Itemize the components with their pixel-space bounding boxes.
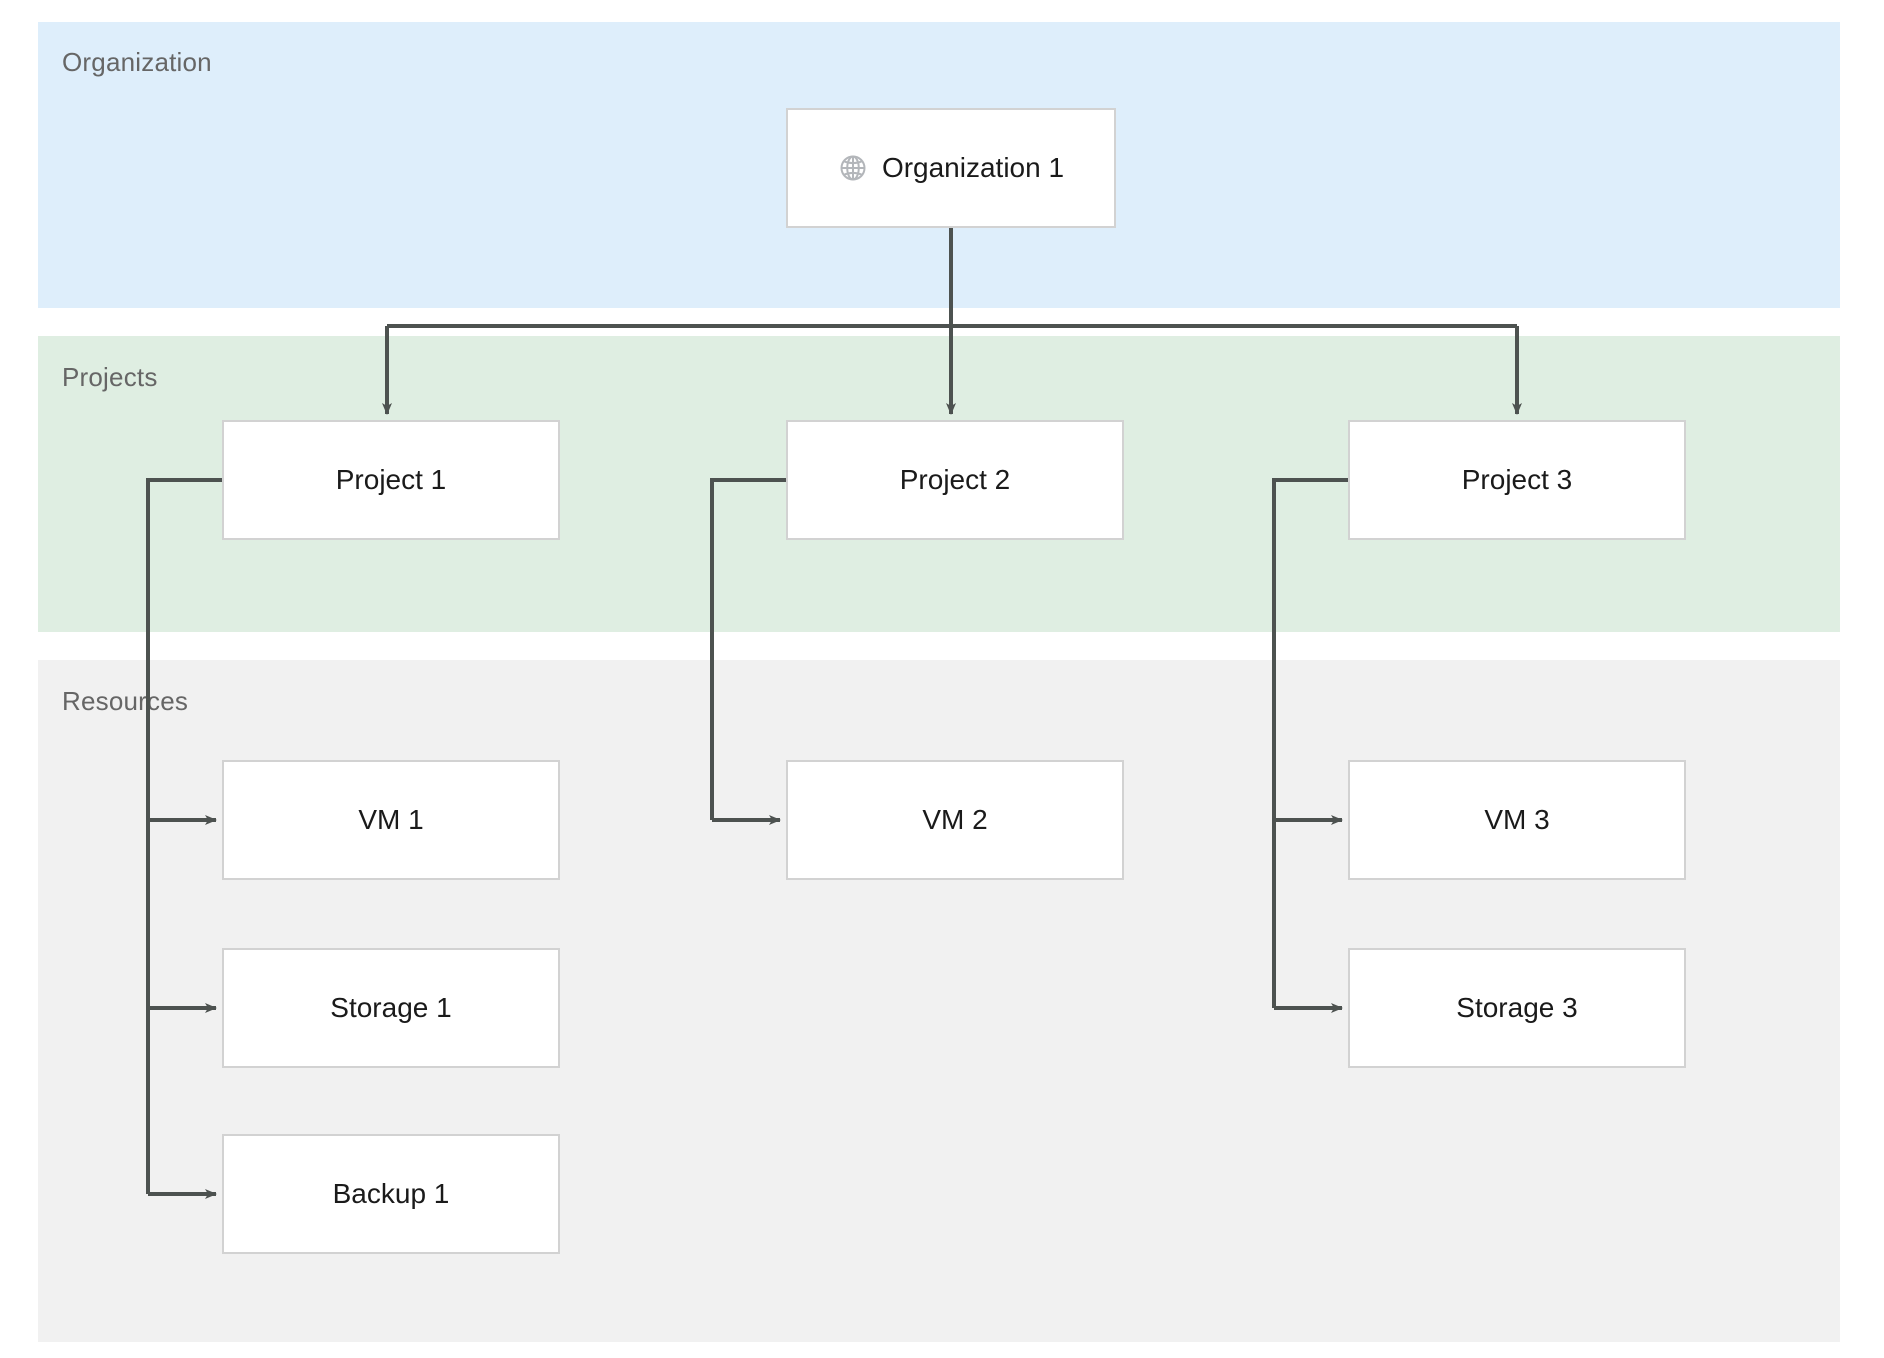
node-storage-1-label: Storage 1	[330, 992, 452, 1023]
node-storage-3-label: Storage 3	[1456, 992, 1578, 1023]
node-organization-1[interactable]: Organization 1	[786, 108, 1116, 228]
node-storage-1[interactable]: Storage 1	[222, 948, 560, 1068]
node-project-1[interactable]: Project 1	[222, 420, 560, 540]
band-label-resources: Resources	[62, 686, 189, 716]
node-project-2-label: Project 2	[899, 464, 1011, 495]
node-storage-3[interactable]: Storage 3	[1348, 948, 1686, 1068]
node-backup-1-label: Backup 1	[332, 1178, 450, 1209]
node-project-3-label: Project 3	[1461, 464, 1573, 495]
node-backup-1[interactable]: Backup 1	[222, 1134, 560, 1254]
globe-icon	[838, 153, 868, 183]
node-project-3[interactable]: Project 3	[1348, 420, 1686, 540]
node-project-1-label: Project 1	[335, 464, 447, 495]
band-label-projects: Projects	[62, 362, 158, 392]
node-vm-3-label: VM 3	[1484, 804, 1550, 835]
band-label-organization: Organization	[62, 47, 212, 77]
node-vm-1-label: VM 1	[358, 804, 424, 835]
node-project-2[interactable]: Project 2	[786, 420, 1124, 540]
node-organization-1-label: Organization 1	[881, 152, 1065, 183]
node-vm-3[interactable]: VM 3	[1348, 760, 1686, 880]
node-vm-1[interactable]: VM 1	[222, 760, 560, 880]
node-vm-2-label: VM 2	[922, 804, 988, 835]
node-vm-2[interactable]: VM 2	[786, 760, 1124, 880]
